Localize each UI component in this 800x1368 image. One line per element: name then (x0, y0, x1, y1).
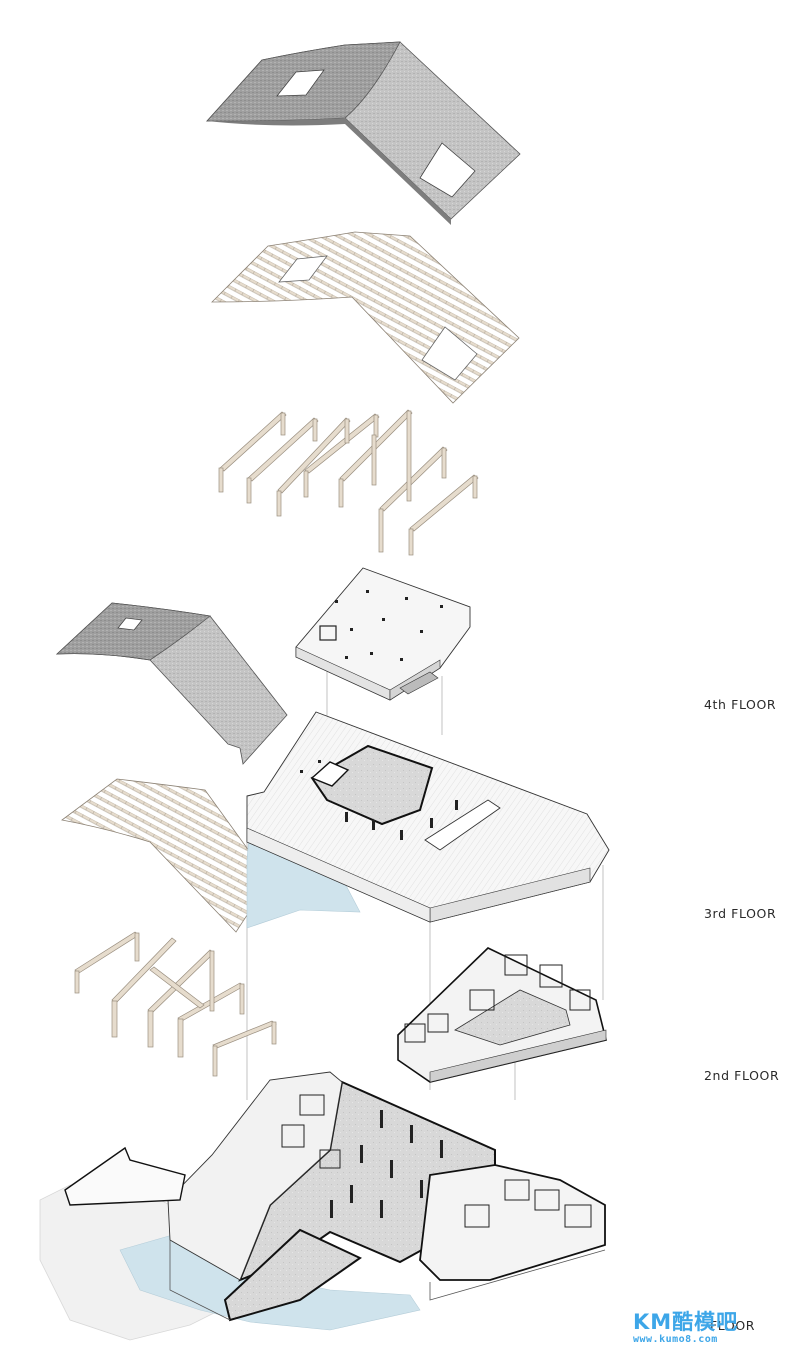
fourth-floor-slab (295, 567, 471, 701)
skylight-opening (421, 326, 478, 381)
watermark-logo: KM酷模吧 (633, 1310, 739, 1334)
floor-label-4th: 4th FLOOR (704, 697, 777, 712)
ground-floor-plan (39, 1071, 606, 1341)
watermark: KM酷模吧 www.kumo8.com (633, 1311, 738, 1345)
skylight-opening (278, 255, 328, 283)
skylight-opening (117, 617, 143, 631)
upper-roof-tiles (206, 41, 521, 225)
lower-timber-frames (74, 931, 277, 1077)
floor-label-1st: FLOOR (710, 1318, 756, 1333)
skylight-opening (419, 142, 476, 198)
lower-roof-tiles (55, 602, 288, 765)
skylight-opening (276, 69, 325, 97)
upper-roof-battens (211, 231, 520, 404)
lower-roof-battens (61, 778, 271, 933)
watermark-url: www.kumo8.com (633, 1334, 718, 1345)
third-floor-slab (246, 711, 610, 923)
upper-timber-frames (218, 409, 479, 556)
second-floor-slab (397, 947, 607, 1083)
floor-label-3rd: 3rd FLOOR (704, 906, 777, 921)
floor-label-2nd: 2nd FLOOR (704, 1068, 780, 1083)
